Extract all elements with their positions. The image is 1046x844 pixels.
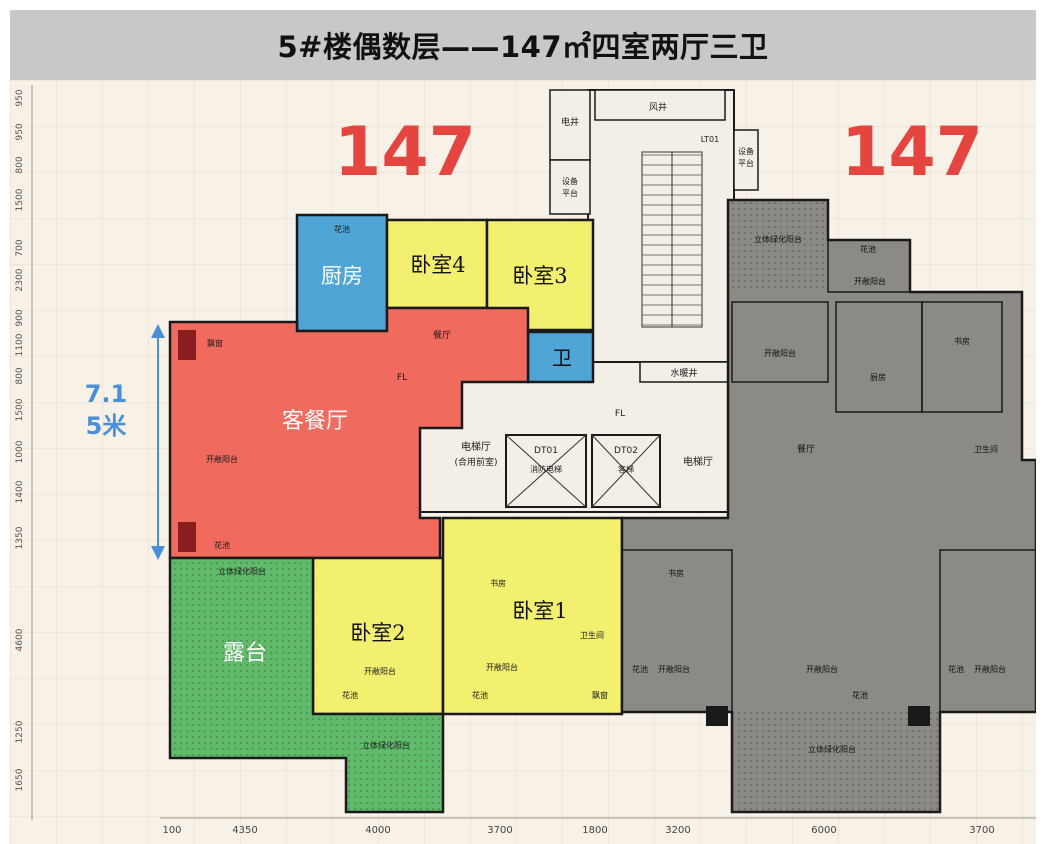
label-dt01-desc: 消防电梯 [530,464,562,474]
dim-left-3: 800 [15,156,25,173]
label-open-balcony-b2: 开敞阳台 [364,666,396,676]
label-flower-pool-living: 花池 [214,540,230,550]
label-green-balcony-r1: 立体绿化阳台 [754,234,802,244]
elevator-lobby: 水暖井 电梯厅 (合用前室) DT01 消防电梯 DT02 客梯 电梯厅 FL [419,361,733,513]
dim-bottom-1: 100 [162,825,181,836]
label-equip-r2: 平台 [738,158,754,168]
dim-left-14: 4600 [15,628,25,651]
bedroom2-area [311,556,445,716]
dim-left-6: 2300 [15,268,25,291]
label-green-balcony-terrace: 立体绿化阳台 [218,566,266,576]
right-unit: 立体绿化阳台 花池 开敞阳台 开敞阳台 厨房 书房 餐厅 卫生间 书房 开敞阳台… [620,198,1036,814]
label-open-balcony-r3: 开敞阳台 [658,664,690,674]
label-open-balcony-left: 开敞阳台 [206,454,238,464]
dim-left-1: 950 [15,89,25,106]
floor-plan: 950 950 800 1500 700 2300 900 1100 800 1… [10,80,1036,844]
room-label-living-dining: 客餐厅 [282,409,348,434]
label-green-balcony-terrace-2: 立体绿化阳台 [362,740,410,750]
floor-plan-drawing: 950 950 800 1500 700 2300 900 1100 800 1… [10,80,1036,844]
dim-left-2: 950 [15,123,25,140]
bottom-dimension-strip: 100 4350 4000 3700 1800 3200 6000 3700 [160,817,1036,836]
dim-left-10: 1500 [15,398,25,421]
dimension-note-line1: 7.1 [85,380,128,408]
label-dt01: DT01 [534,446,558,456]
room-label-bedroom3: 卧室3 [512,264,567,288]
label-fl-lobby: FL [615,409,625,419]
room-label-kitchen: 厨房 [321,264,363,288]
label-flower-pool-b2: 花池 [342,690,358,700]
label-water-pipe-well: 水暖井 [670,367,697,379]
label-fl-living: FL [397,373,407,383]
label-equip-2: 平台 [562,188,578,198]
label-dining-right: 餐厅 [797,443,815,455]
unit-number-right: 147 [841,113,983,192]
label-open-balcony-r5: 开敞阳台 [974,664,1006,674]
page-title: 5#楼偶数层——147㎡四室两厅三卫 [277,30,769,64]
label-open-balcony-r4: 开敞阳台 [806,664,838,674]
room-label-terrace: 露台 [223,641,267,666]
dim-bottom-2: 4350 [232,825,257,836]
dim-bottom-7: 6000 [811,825,836,836]
label-elevator-hall-right: 电梯厅 [683,455,713,468]
label-study-b1: 书房 [490,578,506,588]
title-bar: 5#楼偶数层——147㎡四室两厅三卫 [10,10,1036,80]
kitchen-small-label: 花池 [334,224,350,234]
label-bay-window-b1: 飘窗 [592,690,608,700]
dimension-note-line2: 5米 [86,412,127,440]
label-study-r1: 书房 [954,336,970,346]
dim-left-12: 1400 [15,480,25,503]
label-flower-pool-r4: 花池 [948,664,964,674]
core-area: 电井 设备 平台 风井 LT01 设备 平台 [549,89,759,363]
label-dt02: DT02 [614,446,638,456]
left-unit: 花池 厨房 卧室4 卧室3 卫 飘窗 餐厅 FL 开敞阳台 花池 客餐厅 开敞阳… [168,213,624,814]
room-label-bedroom2: 卧室2 [350,621,405,645]
label-flower-pool-r2: 花池 [632,664,648,674]
dimension-indicator: 7.1 5米 [85,324,165,560]
kitchen-area [295,213,389,333]
dim-left-13: 1350 [15,526,25,549]
dim-bottom-6: 3200 [665,825,690,836]
label-flower-pool-r1: 花池 [860,244,876,254]
label-electric-well: 电井 [561,116,579,128]
dim-left-11: 1000 [15,440,25,463]
label-dt02-desc: 客梯 [618,464,634,474]
label-stair: LT01 [701,135,719,144]
dim-left-8: 1100 [15,333,25,356]
label-dining: 餐厅 [433,329,451,341]
label-equip-r1: 设备 [738,146,754,156]
dim-bottom-8: 3700 [969,825,994,836]
label-kitchen-right: 厨房 [870,372,886,382]
dim-left-16: 1650 [15,768,25,791]
label-study-r2: 书房 [668,568,684,578]
dim-bottom-3: 4000 [365,825,390,836]
room-label-bedroom4: 卧室4 [410,253,465,277]
label-open-balcony-r2: 开敞阳台 [764,348,796,358]
dim-left-4: 1500 [15,188,25,211]
unit-number-left: 147 [334,113,476,192]
dim-left-7: 900 [15,309,25,326]
left-dimension-strip: 950 950 800 1500 700 2300 900 1100 800 1… [15,85,33,820]
bedroom1-area [441,516,624,716]
room-label-bathroom: 卫 [552,346,572,370]
living-dining-area [168,306,530,560]
dim-left-5: 700 [15,239,25,256]
label-toilet-r1: 卫生间 [974,444,998,454]
label-open-balcony-b1: 开敞阳台 [486,662,518,672]
dim-bottom-4: 3700 [487,825,512,836]
dim-left-9: 800 [15,367,25,384]
room-label-bedroom1: 卧室1 [512,599,567,623]
label-elevator-hall-2: (合用前室) [454,456,497,468]
label-air-shaft: 风井 [649,101,667,113]
label-flower-pool-r3: 花池 [852,690,868,700]
label-toilet-b1: 卫生间 [580,630,604,640]
label-flower-pool-b1: 花池 [472,690,488,700]
dim-bottom-5: 1800 [582,825,607,836]
label-green-balcony-r2: 立体绿化阳台 [808,744,856,754]
label-elevator-hall-1: 电梯厅 [461,440,491,453]
label-open-balcony-r1: 开敞阳台 [854,276,886,286]
dim-left-15: 1250 [15,720,25,743]
label-bay-window-1: 飘窗 [207,338,223,348]
label-equip-1: 设备 [562,176,578,186]
